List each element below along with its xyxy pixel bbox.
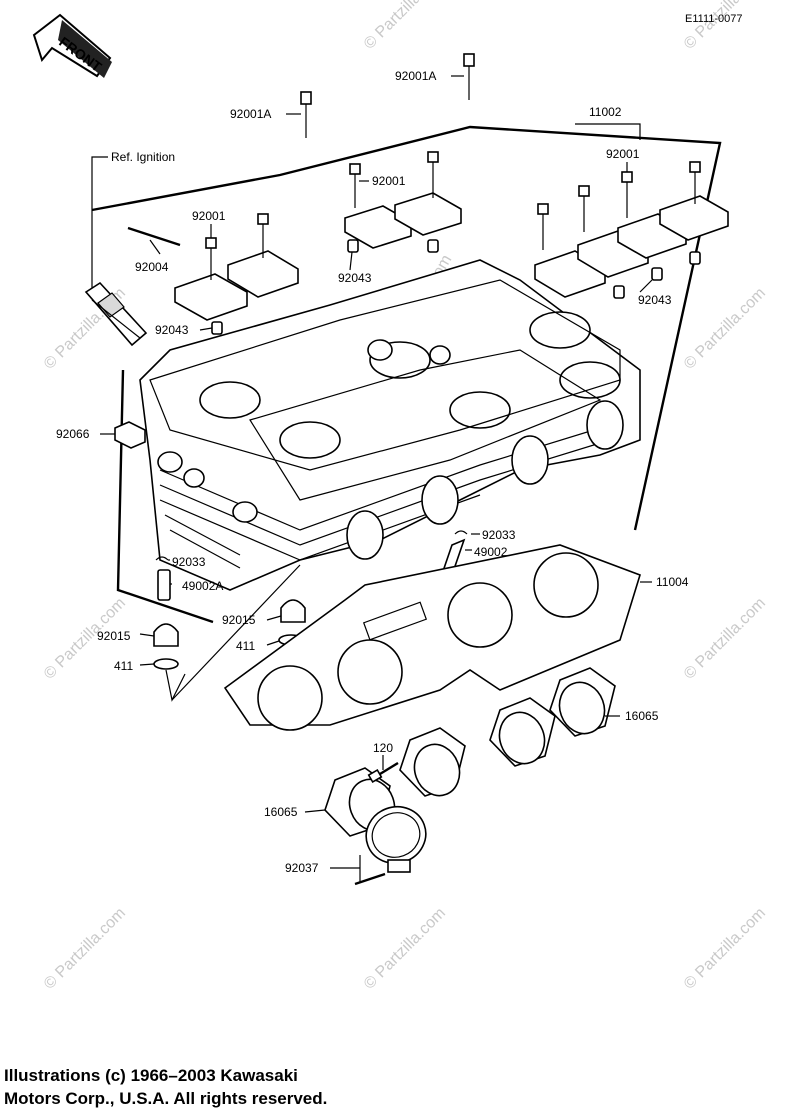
acorn-nut-left-icon [153, 623, 179, 670]
spark-plug-icon [84, 281, 148, 347]
ref-ignition-leader [91, 156, 108, 295]
callout-92043-left: 92043 [155, 323, 189, 337]
callout-92033-left: 92033 [172, 555, 206, 569]
intake-holder-right-a-icon [489, 697, 556, 767]
callouts: 92001A 92001A 11002 92001 92001 92001 92… [56, 69, 689, 875]
callout-92001A-left: 92001A [230, 107, 271, 121]
front-arrow-icon: FRONT [32, 13, 112, 78]
watermark-1: © Partzilla.com [361, 0, 449, 53]
head-gasket-icon [223, 544, 641, 731]
callout-16065-right: 16065 [625, 709, 659, 723]
head-boundary-line [91, 125, 722, 531]
cam-caps [174, 192, 729, 321]
clamp-92037-icon [354, 805, 427, 886]
callout-92001-right: 92001 [606, 147, 640, 161]
watermark-2: © Partzilla.com [681, 0, 769, 53]
callout-92066: 92066 [56, 427, 90, 441]
intake-holder-right-b-icon [549, 667, 616, 737]
cylinder-head-icon [139, 259, 641, 591]
callout-120: 120 [373, 741, 393, 755]
callout-92015-left: 92015 [97, 629, 131, 643]
callout-49002: 49002 [474, 545, 508, 559]
plug-92066-icon [114, 421, 146, 449]
callout-49002A: 49002A [182, 579, 223, 593]
watermark-4: © Partzilla.com [681, 285, 769, 373]
callout-411-left: 411 [114, 659, 133, 673]
callout-92001A-top: 92001A [395, 69, 436, 83]
callout-92001-left: 92001 [192, 209, 226, 223]
callout-11004: 11004 [656, 575, 689, 589]
copyright-line-1: Illustrations (c) 1966–2003 Kawasaki [4, 1066, 298, 1085]
valve-guide-left-icon [155, 556, 171, 601]
callout-11002: 11002 [589, 105, 622, 119]
leader-lines [100, 75, 653, 882]
diagram-id: E1111-0077 [685, 13, 743, 25]
callout-92043-right: 92043 [638, 293, 672, 307]
watermark-7: © Partzilla.com [681, 595, 769, 683]
bolts [127, 53, 701, 280]
watermark-8: © Partzilla.com [41, 905, 129, 993]
dowels [211, 239, 701, 335]
watermark-10: © Partzilla.com [681, 905, 769, 993]
intake-holder-left-b-icon [399, 727, 466, 797]
callout-16065-left: 16065 [264, 805, 298, 819]
copyright-notice: Illustrations (c) 1966–2003 Kawasaki Mot… [4, 1064, 604, 1110]
screw-120-icon [367, 761, 399, 784]
callout-92004: 92004 [135, 260, 169, 274]
callout-92015-right: 92015 [222, 613, 256, 627]
callout-92043-center: 92043 [338, 271, 372, 285]
ref-ignition-label: Ref. Ignition [111, 150, 175, 164]
callout-92037: 92037 [285, 861, 319, 875]
callout-411-right: 411 [236, 639, 255, 653]
callout-92033-right: 92033 [482, 528, 516, 542]
watermark-9: © Partzilla.com [361, 905, 449, 993]
callout-92001-center: 92001 [372, 174, 406, 188]
copyright-line-2: Motors Corp., U.S.A. All rights reserved… [4, 1089, 328, 1108]
